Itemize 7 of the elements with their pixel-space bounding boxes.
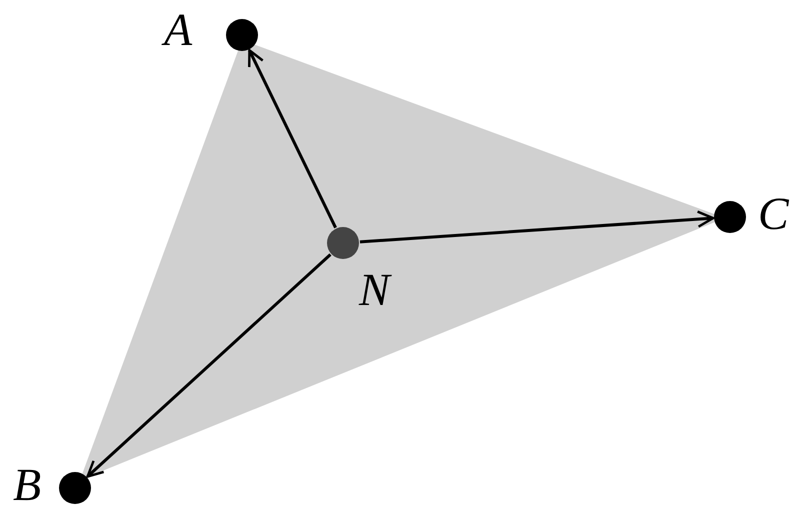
point-label: N [359, 267, 390, 313]
point-label: B [13, 462, 42, 508]
arrow [360, 210, 714, 244]
point-label: A [164, 7, 192, 53]
point-label: C [758, 191, 789, 237]
arrow [86, 253, 332, 478]
arrow [248, 49, 337, 228]
